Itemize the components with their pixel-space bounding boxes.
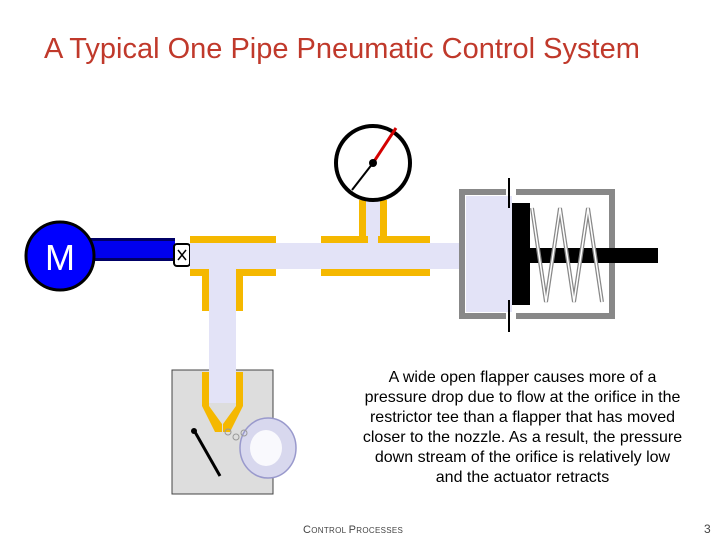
nozzle-branch-pipe (209, 243, 236, 403)
actuator-piston (512, 203, 530, 305)
slide-title: A Typical One Pipe Pneumatic Control Sys… (44, 33, 640, 65)
pipe-walls (190, 200, 430, 432)
motor: M (24, 220, 96, 292)
restrictor-orifice (173, 243, 191, 267)
pressure-gauge (334, 124, 412, 202)
footer-initial-p: P (348, 524, 357, 536)
main-pipe (190, 243, 480, 269)
flapper (191, 428, 222, 477)
gauge-needle (371, 127, 398, 164)
air-puff-icon (224, 417, 297, 479)
footer-rest-2: ROCESSES (356, 526, 404, 535)
motor-label: M (45, 237, 75, 278)
explanation-text: A wide open flapper causes more of a pre… (362, 369, 683, 486)
actuator (459, 178, 658, 332)
footer-initial-c: C (303, 524, 312, 536)
footer-label: CONTROL PROCESSES (303, 524, 403, 536)
page-number: 3 (704, 522, 711, 536)
gauge-riser-pipe (366, 200, 380, 243)
footer-rest-1: ONTROL (311, 526, 349, 535)
